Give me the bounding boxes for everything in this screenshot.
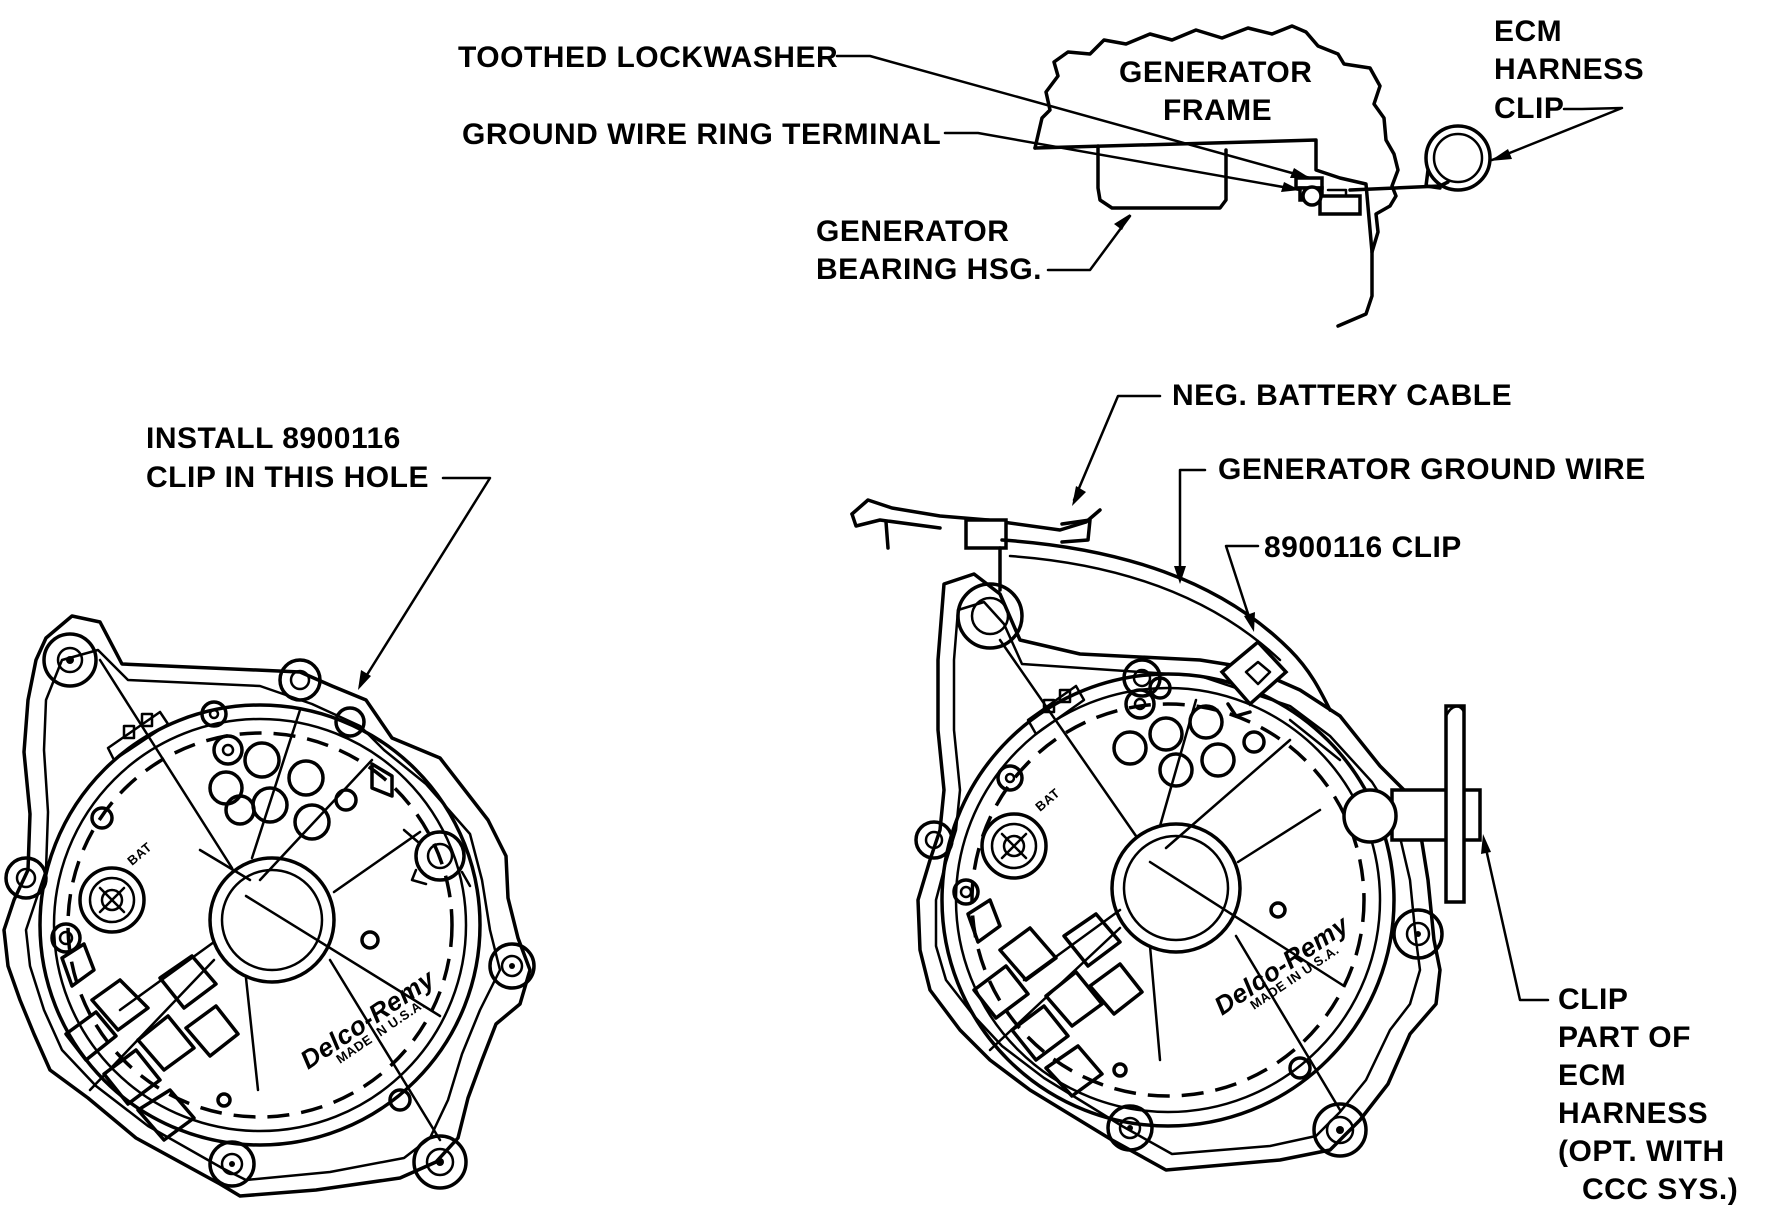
label-clip-4: HARNESS [1558,1097,1708,1130]
label-clip-1: CLIP [1558,983,1628,1016]
leader-install-clip [358,476,492,688]
right-bat-terminal: BAT [980,785,1063,880]
leader-generator-ground-wire [1178,468,1207,580]
left-vent-holes [90,700,412,1112]
clip-8900116 [1219,639,1289,718]
neg-battery-cable [850,498,1102,592]
label-neg-battery-cable: NEG. BATTERY CABLE [1172,379,1512,412]
label-install-1: INSTALL 8900116 [146,422,401,455]
label-clip-5: (OPT. WITH [1558,1135,1725,1168]
label-toothed-lockwasher: TOOTHED LOCKWASHER [458,41,838,74]
left-spokes [88,658,442,1142]
label-generator-frame-1: GENERATOR [1119,56,1312,89]
right-generator-view: BAT Delco-Remy MADE IN U.S.A. [850,379,1738,1206]
label-clip-8900116: 8900116 CLIP [1264,531,1462,564]
label-install-2: CLIP IN THIS HOLE [146,461,429,494]
label-ecm-clip-3: CLIP [1494,92,1564,125]
leader-bearing-hsg [1046,214,1132,272]
leader-neg-battery-cable [1072,394,1162,502]
leader-clip-8900116 [1224,544,1260,628]
left-regulator-cover [402,828,472,888]
ecm-harness-clip-coil [1424,124,1492,192]
leader-ring-terminal [943,131,1302,192]
left-terminal-strip [106,710,170,762]
left-bat-label: BAT [124,839,155,868]
left-brand: Delco-Remy [295,963,441,1075]
label-clip-2: PART OF [1558,1021,1691,1054]
right-end-plate [940,672,1396,1128]
right-bat-label: BAT [1032,785,1063,814]
left-bearing-hub [208,856,336,984]
label-bearing-hsg-1: GENERATOR [816,215,1009,248]
left-rectifier-windows [60,942,240,1142]
right-bearing-hub [1110,822,1242,954]
label-ecm-clip-2: HARNESS [1494,53,1644,86]
right-terminal-strip [1026,684,1086,736]
ground-stud [1294,176,1362,216]
label-clip-3: ECM [1558,1059,1626,1092]
left-bat-terminal: BAT [78,839,155,934]
leader-ecm-clip [1490,106,1624,162]
label-bearing-hsg-2: BEARING HSG. [816,253,1042,286]
right-rectifier-windows [966,898,1144,1098]
right-vent-holes [996,676,1312,1080]
left-mounting-ears [4,632,536,1190]
generator-ground-wire [1000,538,1332,712]
label-generator-frame-2: FRAME [1163,94,1272,127]
left-generator-view: BAT Delco-Remy MADE IN U.S.A. [2,422,536,1198]
bearing-housing-outline [1096,144,1228,210]
detail-inset: TOOTHED LOCKWASHER GROUND WIRE RING TERM… [458,15,1644,328]
label-ground-wire-ring-terminal: GROUND WIRE RING TERMINAL [462,118,941,151]
label-ecm-clip-1: ECM [1494,15,1562,48]
leader-ecm-harness-clip [1482,838,1550,1002]
leader-toothed-lockwasher [835,54,1312,180]
generator-frame-bottom [1033,138,1374,254]
right-spokes [988,638,1342,1112]
label-generator-ground-wire: GENERATOR GROUND WIRE [1218,453,1646,486]
ecm-harness-clip-part [1342,704,1482,904]
left-end-plate [38,703,482,1147]
left-housing-outline [2,614,532,1198]
label-clip-6: CCC SYS.) [1582,1173,1738,1206]
generator-frame-outline [1033,24,1400,328]
